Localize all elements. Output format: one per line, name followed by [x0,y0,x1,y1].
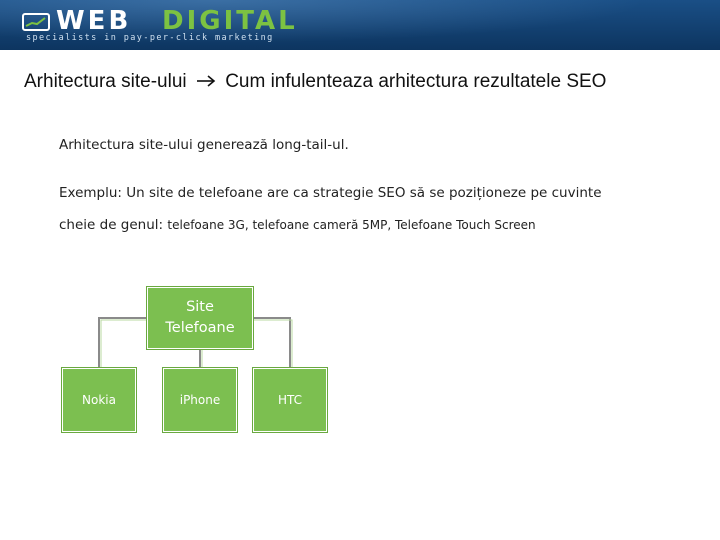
org-node-site-telefoane: Site Telefoane [147,287,253,349]
header-banner: WEB DIGITAL specialists in pay-per-click… [0,0,720,50]
content-line-3: cheie de genul: telefoane 3G, telefoane … [59,216,536,234]
slide-title: Arhitectura site-ului Cum infulenteaza a… [24,70,606,94]
content-line-3-keywords: telefoane 3G, telefoane cameră 5MP, Tele… [167,218,536,232]
content-line-2: Exemplu: Un site de telefoane are ca str… [59,185,602,201]
logo-tagline: specialists in pay-per-click marketing [26,33,274,43]
org-node-iphone: iPhone [163,368,237,432]
logo-web-text: WEB [56,6,132,36]
content-line-3-prefix: cheie de genul: [59,217,168,233]
connector-nokia [98,317,147,368]
chart-trend-icon [22,13,50,31]
content-line-1: Arhitectura site-ului generează long-tai… [59,137,349,153]
org-node-nokia: Nokia [62,368,136,432]
title-right: Cum infulenteaza arhitectura rezultatele… [225,71,607,93]
title-left: Arhitectura site-ului [24,71,187,93]
header-glow [0,0,720,50]
org-node-htc: HTC [253,368,327,432]
connector-htc [253,317,291,368]
logo-digital-text: DIGITAL [162,6,298,36]
arrow-right-icon [196,70,216,94]
